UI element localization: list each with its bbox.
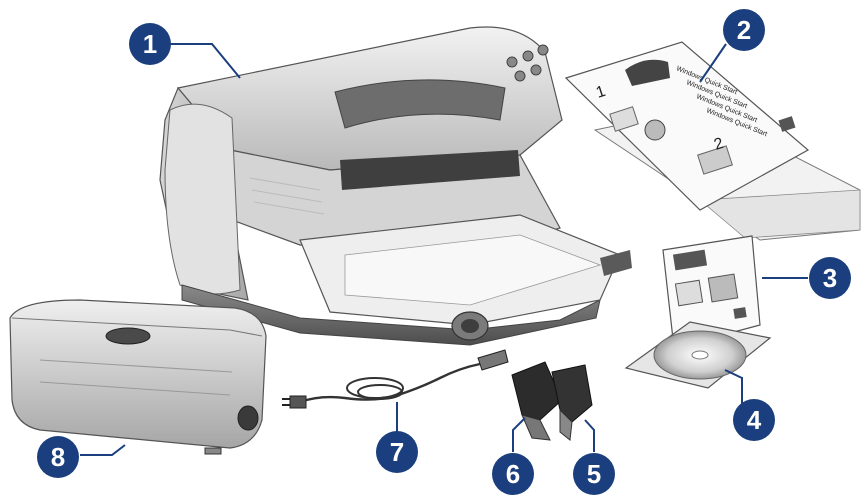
callout-leaders — [80, 43, 808, 456]
svg-text:8: 8 — [51, 442, 65, 472]
svg-text:4: 4 — [747, 405, 762, 435]
svg-text:6: 6 — [506, 459, 520, 489]
hp-logo-icon — [778, 116, 796, 132]
leader-5 — [584, 419, 595, 452]
leader-4 — [724, 369, 743, 408]
callout-8: 8 — [37, 436, 79, 478]
power-cord — [282, 349, 509, 409]
callout-3: 3 — [809, 257, 851, 299]
printer — [159, 26, 632, 346]
callout-2: 2 — [723, 9, 765, 51]
callout-7: 7 — [376, 431, 418, 473]
booklet-hp-logo-icon — [733, 307, 747, 319]
leader-6 — [512, 417, 526, 452]
callout-4: 4 — [733, 399, 775, 441]
duplex-unit — [9, 299, 267, 455]
callout-5: 5 — [573, 453, 615, 495]
color-print-cartridge — [551, 364, 593, 441]
svg-text:1: 1 — [143, 29, 157, 59]
callout-6: 6 — [492, 453, 534, 495]
black-print-cartridge — [511, 361, 563, 441]
callout-1: 1 — [129, 23, 171, 65]
svg-text:7: 7 — [390, 437, 404, 467]
leader-8 — [80, 444, 126, 456]
svg-text:2: 2 — [737, 15, 751, 45]
software-booklet — [662, 235, 761, 349]
svg-text:3: 3 — [823, 263, 837, 293]
leader-2 — [699, 43, 727, 83]
leader-1 — [170, 43, 241, 79]
windows-quick-start-guide: 1 2 Windows Quick Start Windows Quick St… — [564, 41, 861, 241]
cd-rom — [624, 321, 772, 389]
svg-text:5: 5 — [587, 459, 601, 489]
